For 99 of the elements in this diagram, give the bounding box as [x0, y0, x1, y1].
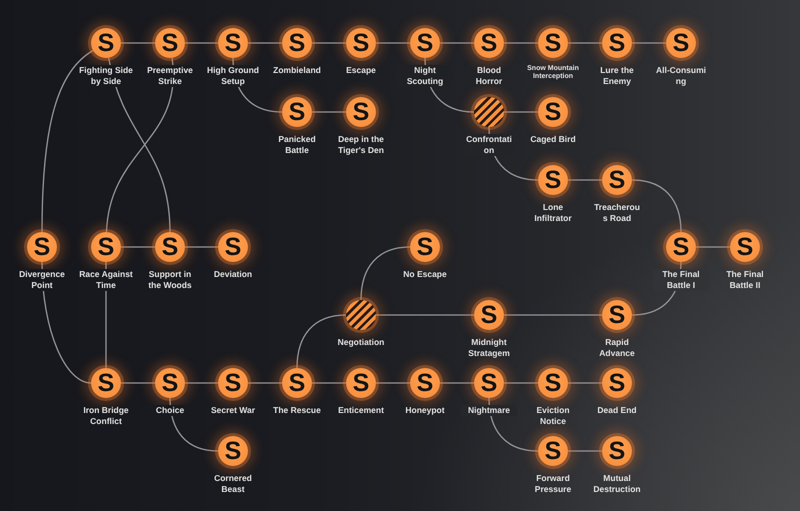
node-letter: S [352, 100, 370, 125]
node-caption: Blood Horror [474, 64, 504, 86]
connector-line [504, 42, 538, 44]
node-caption: No Escape [402, 268, 448, 280]
node-caption: Lone Infiltrator [533, 202, 573, 224]
connector-line [632, 179, 682, 232]
node-letter: S [672, 31, 690, 56]
connector-line [568, 382, 602, 384]
node-caption: Zombieland [272, 64, 322, 76]
node-letter: S [224, 371, 242, 396]
node-letter: S [352, 31, 370, 56]
node-caption: Treacherous Road [593, 202, 641, 224]
node-caption: Race Against Time [78, 268, 134, 290]
connector-line [248, 382, 282, 384]
connector-line [440, 382, 474, 384]
node-caption: Fighting Side by Side [78, 64, 134, 86]
node-caption: Secret War [210, 404, 256, 416]
connector-line [312, 382, 346, 384]
connector-line [360, 246, 410, 300]
node-letter: S [416, 235, 434, 260]
node-caption: High Ground Setup [205, 64, 261, 86]
node-caption: Support in the Woods [147, 268, 193, 290]
node-caption: Eviction Notice [535, 404, 571, 426]
node-caption: The Final Battle I [653, 268, 709, 290]
node-caption: Nightmare [461, 404, 517, 416]
node-letter: S [480, 371, 498, 396]
connector-line [248, 42, 282, 44]
node-letter: S [608, 371, 626, 396]
node-letter: S [98, 371, 114, 396]
node-letter: S [544, 100, 562, 125]
connector-line [376, 42, 410, 44]
connector-line [568, 450, 602, 452]
node-caption: Enticement [337, 404, 385, 416]
connector-line [312, 111, 346, 113]
node-letter: S [608, 303, 626, 328]
node-letter: S [608, 439, 626, 464]
node-letter: S [162, 371, 178, 396]
node-caption: The Rescue [272, 404, 322, 416]
connector-line [504, 314, 602, 316]
connector-line [185, 246, 218, 248]
connector-line [440, 42, 474, 44]
node-letter: S [224, 235, 242, 260]
node-letter: S [736, 235, 754, 260]
node-caption: Confrontation [465, 134, 513, 156]
node-letter: S [162, 31, 178, 56]
connector-line [121, 382, 155, 384]
node-caption: Dead End [596, 404, 638, 416]
node-caption: Negotiation [336, 336, 386, 348]
node-caption: Escape [345, 64, 377, 76]
connector-line [568, 179, 602, 181]
connector-line [376, 314, 474, 316]
node-letter: S [288, 31, 306, 56]
node-letter: S [608, 31, 626, 56]
node-letter: S [544, 371, 562, 396]
node-letter: S [288, 100, 306, 125]
node-letter: S [544, 168, 562, 193]
node-caption: Honeypot [404, 404, 446, 416]
connector-line [632, 42, 666, 44]
node-letter: S [98, 31, 114, 56]
node-caption: Deep in the Tiger's Den [337, 134, 385, 156]
node-letter: S [34, 235, 50, 260]
node-letter: S [98, 235, 114, 260]
node-letter: S [480, 303, 498, 328]
node-letter: S [224, 31, 242, 56]
node-caption: The Final Battle II [725, 268, 765, 290]
node-caption: Iron Bridge Conflict [82, 404, 130, 426]
node-letter: S [162, 235, 178, 260]
node-caption: Rapid Advance [598, 336, 636, 358]
node-caption: Cornered Beast [213, 472, 253, 494]
connector-line [185, 42, 218, 44]
node-letter: S [352, 371, 370, 396]
connector-line [185, 382, 218, 384]
node-letter: S [608, 168, 626, 193]
connector-line [121, 42, 155, 44]
node-caption: Mutual Destruction [592, 472, 642, 494]
connector-line [504, 382, 538, 384]
node-letter: S [288, 371, 306, 396]
node-letter: S [416, 31, 434, 56]
node-letter: S [224, 439, 242, 464]
node-caption: Panicked Battle [277, 134, 317, 156]
connector-line [696, 246, 730, 248]
connector-line [296, 314, 346, 368]
node-caption: Forward Pressure [534, 472, 572, 494]
node-caption: Midnight Stratagem [467, 336, 511, 358]
connector-line [41, 50, 94, 232]
connector-line [568, 42, 602, 44]
node-letter: S [672, 235, 690, 260]
connector-line [376, 382, 410, 384]
node-letter: S [480, 31, 498, 56]
node-caption: Lure the Enemy [599, 64, 635, 86]
node-letter: S [544, 31, 562, 56]
node-caption: Deviation [212, 268, 254, 280]
connector-line [121, 246, 155, 248]
node-letter: S [544, 439, 562, 464]
connector-line [504, 111, 538, 113]
node-letter: S [416, 371, 434, 396]
node-caption: Caged Bird [529, 134, 577, 144]
connector-line [312, 42, 346, 44]
node-caption: All-Consuming [654, 64, 708, 86]
